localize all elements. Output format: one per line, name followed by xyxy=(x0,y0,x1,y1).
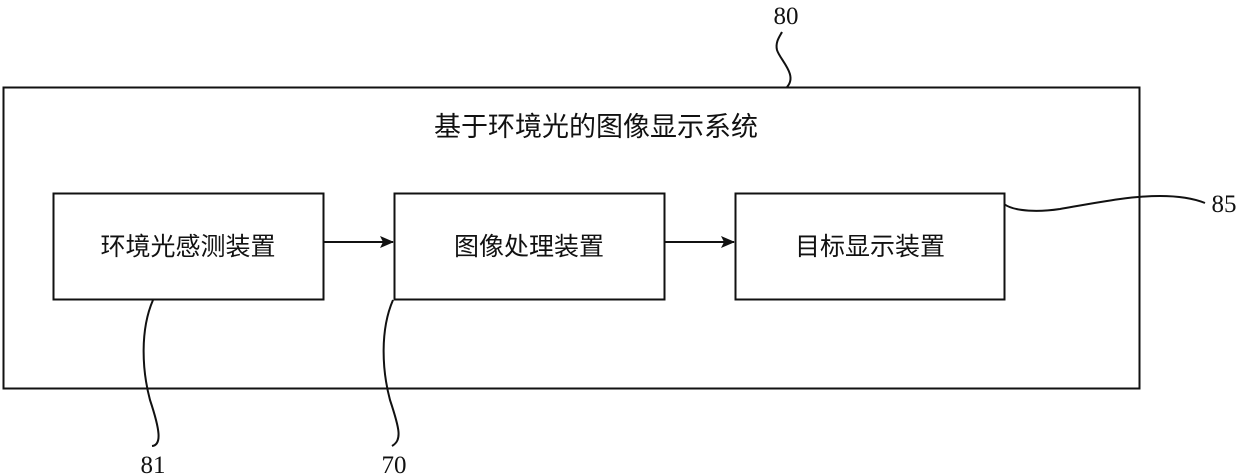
ref-number-70: 70 xyxy=(382,452,407,476)
ref-number-81: 81 xyxy=(141,452,166,476)
block-label-target-display: 目标显示装置 xyxy=(795,232,945,261)
system-box xyxy=(2,86,1141,390)
leader-line-85 xyxy=(1003,194,1206,212)
block-ambient-light-sensor xyxy=(52,192,325,301)
leader-line-70 xyxy=(382,299,400,447)
block-image-processor xyxy=(393,192,666,301)
block-target-display xyxy=(734,192,1006,301)
leader-line-81 xyxy=(142,299,160,447)
block-label-image-processor: 图像处理装置 xyxy=(454,232,604,261)
ref-number-80: 80 xyxy=(774,3,799,30)
block-label-ambient-light-sensor: 环境光感测装置 xyxy=(100,232,275,261)
system-title: 基于环境光的图像显示系统 xyxy=(434,112,758,143)
ref-number-85: 85 xyxy=(1212,191,1237,218)
leader-line-80 xyxy=(775,31,792,88)
